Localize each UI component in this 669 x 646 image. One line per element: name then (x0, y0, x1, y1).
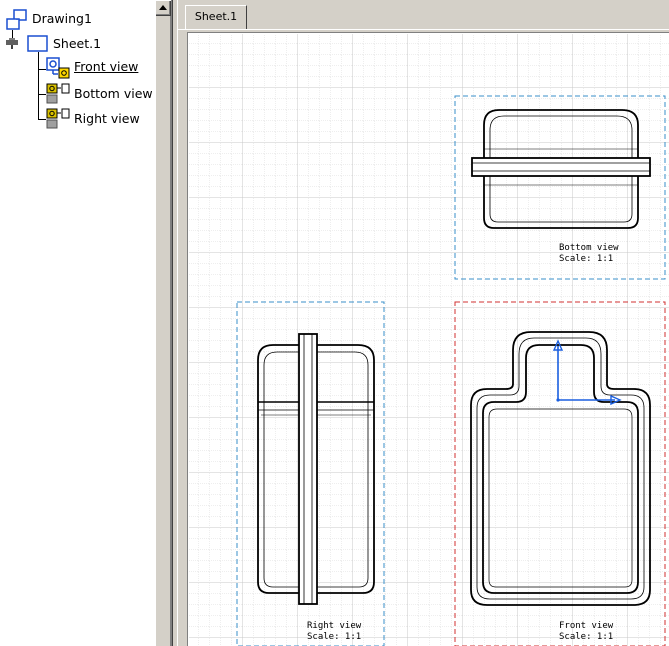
pin-icon (6, 38, 18, 49)
tree-label-front-view: Front view (74, 59, 139, 74)
front-view-label: Front view (559, 621, 614, 631)
scroll-up-button[interactable] (155, 0, 171, 16)
arrow-up-icon (159, 5, 167, 10)
right-view-frame[interactable] (236, 301, 385, 646)
panel-splitter[interactable] (171, 0, 178, 646)
sheet-icon (27, 35, 48, 52)
tree-label-drawing: Drawing1 (32, 11, 92, 26)
axis-v-arrow (552, 339, 564, 351)
front-view-scale: Scale: 1:1 (559, 632, 613, 642)
projection-view-icon (46, 83, 70, 104)
bottom-view-label: Bottom view (559, 243, 619, 253)
front-view-frame[interactable] (454, 301, 666, 646)
tree-connector (12, 30, 13, 40)
tree-label-right-view: Right view (74, 111, 140, 126)
axis-h-arrow (610, 394, 622, 406)
tree-connector (38, 94, 46, 95)
axis-origin (556, 398, 560, 402)
projection-view-icon (46, 108, 70, 129)
bottom-view[interactable]: Bottom view Scale: 1:1 (454, 95, 666, 280)
tree-connector (38, 119, 46, 120)
tree-label-sheet: Sheet.1 (53, 36, 102, 51)
drawing-grid (189, 34, 669, 646)
front-view[interactable]: Front view Scale: 1:1 (454, 301, 666, 646)
tree-label-bottom-view: Bottom view (74, 86, 153, 101)
tree-connector (38, 69, 46, 70)
front-view-icon (46, 57, 70, 79)
right-view-label: Right view (307, 621, 362, 631)
drawing-svg: Bottom view Scale: 1:1 Right view Scale:… (189, 34, 669, 646)
tree-connector (38, 52, 39, 120)
bottom-view-frame[interactable] (454, 95, 666, 280)
drawing-icon (6, 9, 27, 30)
tab-strip-divider (178, 29, 669, 30)
right-view[interactable]: Right view Scale: 1:1 (236, 301, 385, 646)
drawing-canvas[interactable]: Bottom view Scale: 1:1 Right view Scale:… (187, 32, 669, 646)
tab-sheet-1[interactable]: Sheet.1 (185, 5, 247, 30)
bottom-view-scale: Scale: 1:1 (559, 254, 613, 264)
tree-scrollbar[interactable] (155, 0, 171, 646)
sheet-area: Sheet.1 (178, 0, 669, 646)
right-view-scale: Scale: 1:1 (307, 632, 361, 642)
specification-tree[interactable]: Drawing1 Sheet.1 Front view (0, 0, 155, 646)
